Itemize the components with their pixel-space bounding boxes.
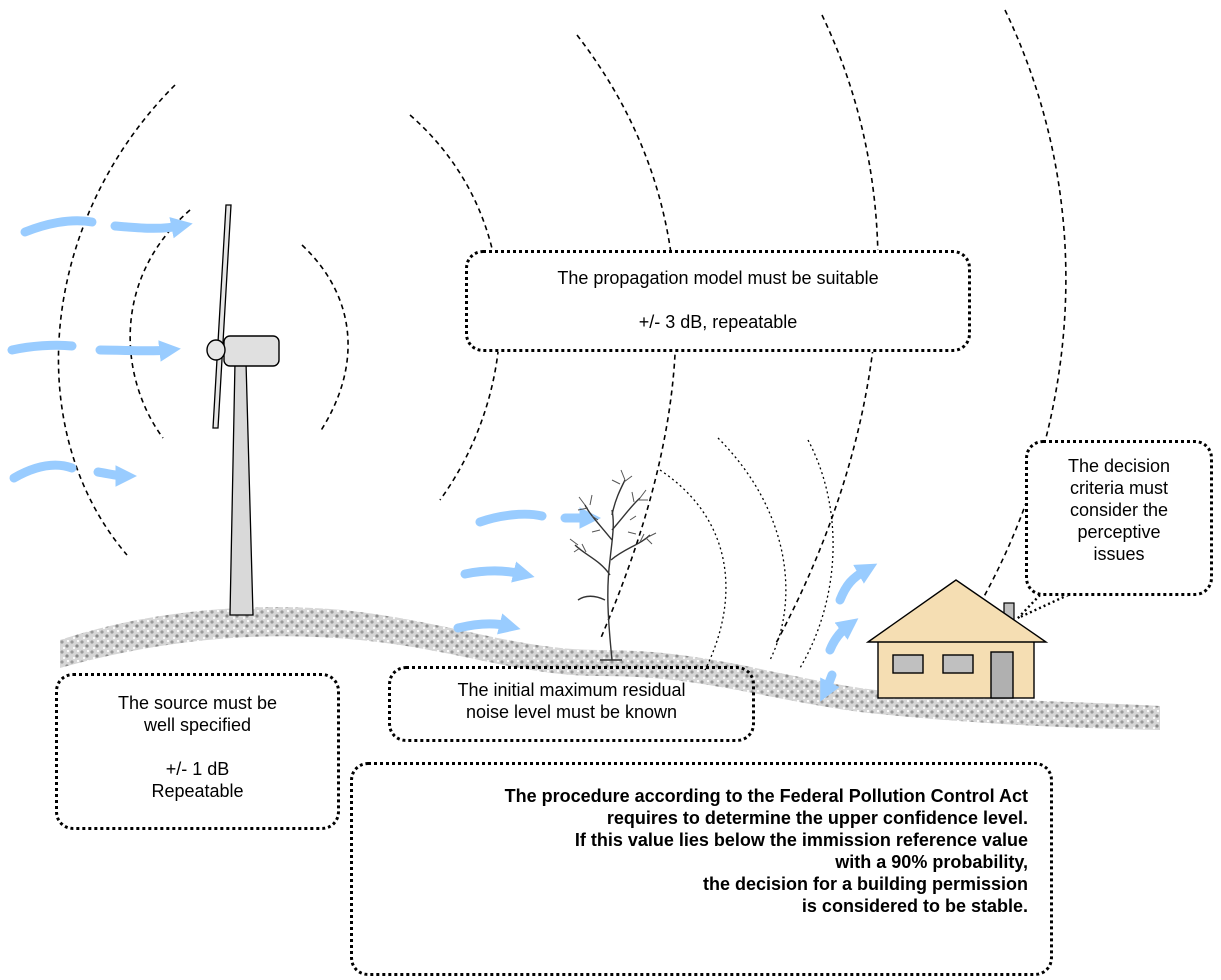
wind-turbine — [206, 204, 280, 616]
procedure-line1: The procedure according to the Federal P… — [504, 786, 1028, 806]
source-requirement-line2: well specified — [143, 715, 252, 735]
decision-callout-tail — [1017, 593, 1069, 620]
source-repeatable-text: Repeatable — [151, 781, 244, 801]
residual-noise-line1: The initial maximum residual — [457, 680, 686, 700]
procedure-line4: with a 90% probability, — [835, 852, 1028, 872]
procedure-line6: is considered to be stable. — [801, 896, 1028, 916]
source-requirement-line1: The source must be — [117, 693, 278, 713]
house — [865, 579, 1049, 699]
tree — [569, 469, 657, 661]
residual-noise-line2: noise level must be known — [465, 702, 678, 722]
propagation-requirement-text: The propagation model must be suitable — [557, 268, 879, 288]
procedure-line2: requires to determine the upper confiden… — [606, 808, 1028, 828]
source-callout: The source must be well specified +/- 1 … — [55, 673, 340, 830]
source-tolerance-text: +/- 1 dB — [165, 759, 230, 779]
residual-noise-arcs — [659, 437, 834, 671]
propagation-model-callout: The propagation model must be suitable +… — [465, 250, 971, 352]
propagation-tolerance-text: +/- 3 dB, repeatable — [638, 312, 798, 332]
decision-criteria-text: The decision criteria must consider the … — [1067, 456, 1171, 564]
house-door — [990, 651, 1014, 699]
residual-noise-callout: The initial maximum residual noise level… — [388, 666, 755, 742]
procedure-line5: the decision for a building permission — [702, 874, 1028, 894]
decision-criteria-callout: The decision criteria must consider the … — [1025, 440, 1213, 596]
house-window-left — [892, 654, 924, 674]
wind-arrows — [7, 216, 878, 702]
procedure-callout: The procedure according to the Federal P… — [350, 762, 1053, 976]
house-window-right — [942, 654, 974, 674]
procedure-line3: If this value lies below the immission r… — [574, 830, 1028, 850]
